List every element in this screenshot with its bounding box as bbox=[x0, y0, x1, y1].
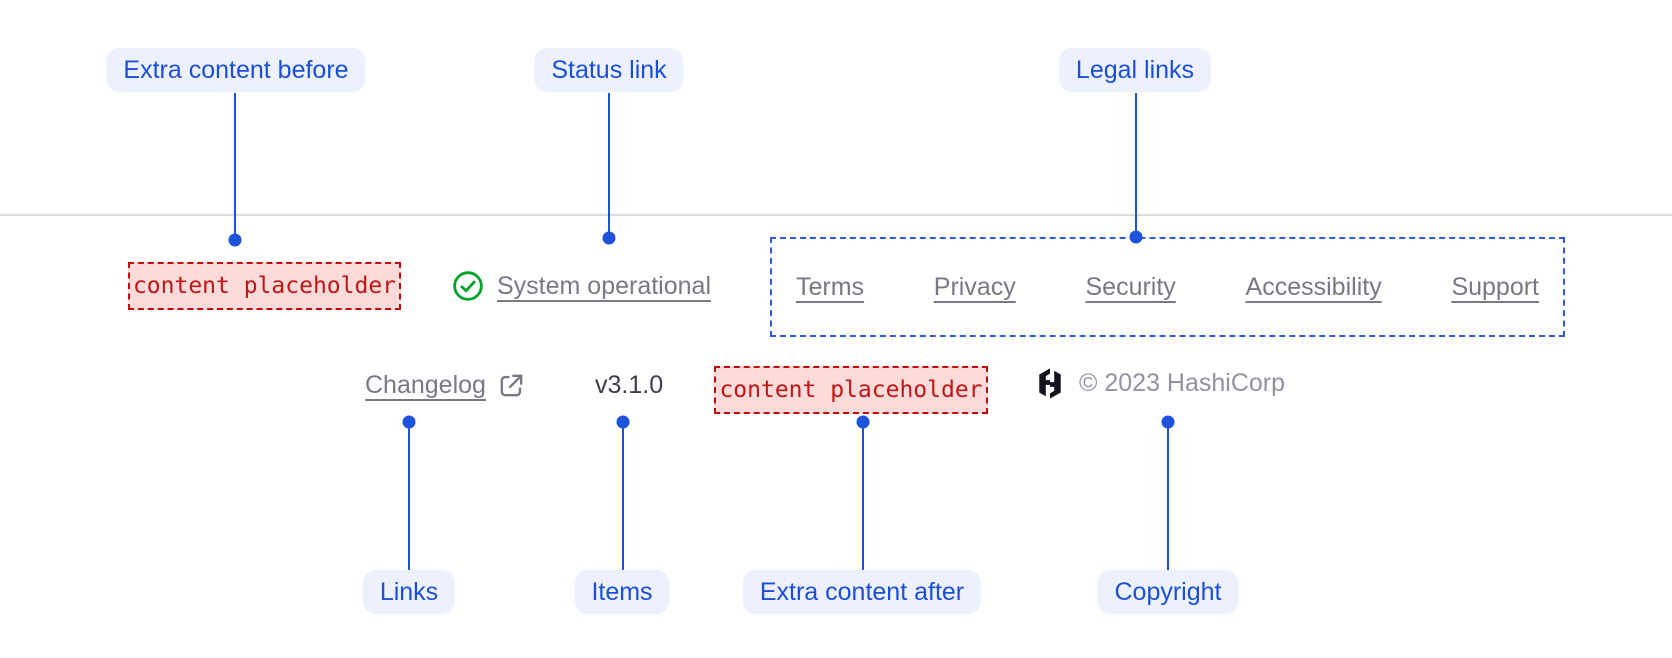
copyright: © 2023 HashiCorp bbox=[1035, 361, 1285, 405]
callout-line-copyright bbox=[1167, 424, 1169, 570]
callout-label-links: Links bbox=[362, 570, 456, 614]
callout-line-links bbox=[408, 424, 410, 570]
legal-links-container: Terms Privacy Security Accessibility Sup… bbox=[770, 237, 1565, 337]
callout-line-status-link bbox=[608, 93, 610, 236]
external-link-icon bbox=[497, 371, 526, 400]
callout-label-legal-links: Legal links bbox=[1058, 48, 1212, 92]
callout-label-extra-content-before: Extra content before bbox=[106, 48, 366, 92]
version-label: v3.1.0 bbox=[595, 370, 664, 399]
legal-link-privacy[interactable]: Privacy bbox=[933, 272, 1016, 301]
version-item: v3.1.0 bbox=[595, 363, 663, 407]
callout-line-extra-content-after bbox=[862, 424, 864, 570]
legal-link-security[interactable]: Security bbox=[1085, 272, 1176, 301]
callout-label-extra-content-after: Extra content after bbox=[742, 570, 982, 614]
check-circle-icon bbox=[452, 270, 484, 302]
callout-dot-extra-content-before bbox=[228, 233, 242, 247]
callout-label-items: Items bbox=[574, 570, 670, 614]
status-link[interactable]: System operational bbox=[452, 262, 711, 310]
status-link-label: System operational bbox=[497, 271, 712, 300]
callout-dot-links bbox=[402, 415, 416, 429]
callout-label-status-link: Status link bbox=[534, 48, 684, 92]
changelog-link[interactable]: Changelog bbox=[365, 363, 526, 407]
legal-link-support[interactable]: Support bbox=[1451, 272, 1539, 301]
callout-line-items bbox=[622, 424, 624, 570]
callout-line-legal-links bbox=[1135, 93, 1137, 235]
legal-link-accessibility[interactable]: Accessibility bbox=[1245, 272, 1382, 301]
footer-top-divider bbox=[0, 214, 1672, 216]
callout-dot-copyright bbox=[1161, 415, 1175, 429]
extra-content-after-placeholder: content placeholder bbox=[714, 366, 988, 414]
changelog-link-label: Changelog bbox=[365, 370, 486, 399]
callout-dot-items bbox=[616, 415, 630, 429]
callout-line-extra-content-before bbox=[234, 93, 236, 238]
extra-content-before-placeholder: content placeholder bbox=[128, 262, 401, 310]
hashicorp-logo-icon bbox=[1035, 367, 1065, 399]
callout-label-copyright: Copyright bbox=[1097, 570, 1239, 614]
legal-link-terms[interactable]: Terms bbox=[796, 272, 865, 301]
copyright-label: © 2023 HashiCorp bbox=[1079, 368, 1286, 397]
callout-dot-legal-links bbox=[1129, 230, 1143, 244]
callout-dot-extra-content-after bbox=[856, 415, 870, 429]
callout-dot-status-link bbox=[602, 231, 616, 245]
